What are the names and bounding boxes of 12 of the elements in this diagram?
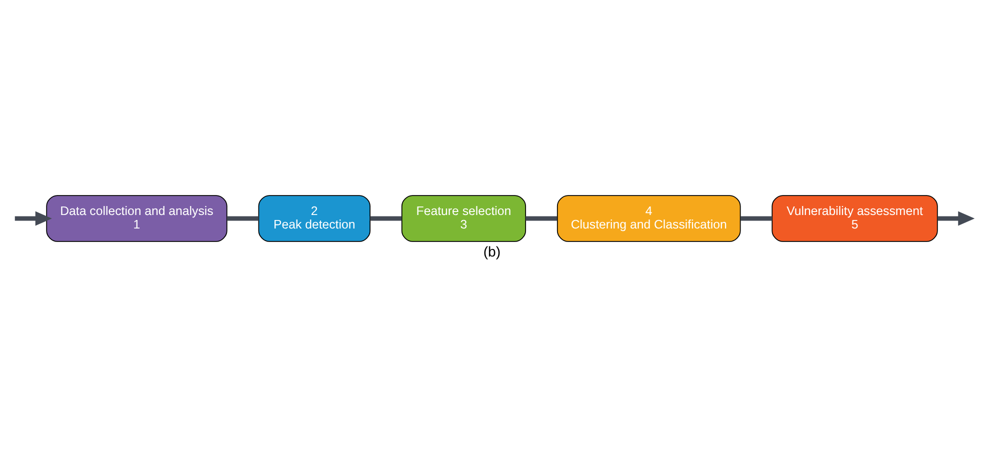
node-box: 4 Clustering and Classification xyxy=(556,195,741,242)
node-box: Vulnerability assessment 5 xyxy=(772,195,938,242)
connector xyxy=(370,216,402,221)
connector xyxy=(227,216,259,221)
node-box: 2 Peak detection xyxy=(258,195,370,242)
node-box: Data collection and analysis 1 xyxy=(46,195,228,242)
arrow xyxy=(14,211,52,226)
arrow xyxy=(938,211,975,226)
caption: (b) xyxy=(483,243,501,260)
node-box: Feature selection 3 xyxy=(401,195,526,242)
connector xyxy=(526,216,558,221)
connector xyxy=(740,216,772,221)
